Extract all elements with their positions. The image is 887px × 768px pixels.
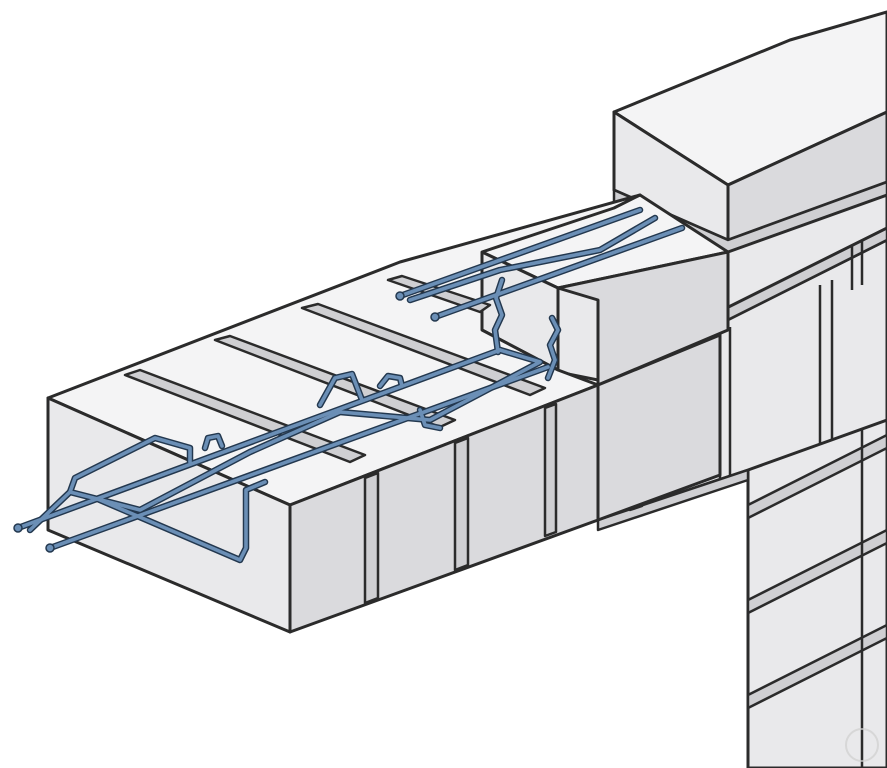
rebar-diagonal [28, 348, 542, 532]
rebar-end-cap [45, 543, 55, 553]
reinforcement-wire [13, 206, 686, 564]
rebar-tie [68, 436, 192, 494]
rebar-anchor [493, 278, 504, 354]
rebar-tie [98, 480, 267, 562]
rebar-anchor [546, 316, 560, 380]
rebar-end-cap [430, 312, 440, 322]
right-wall-joint [596, 468, 750, 532]
rebar-hook [418, 408, 442, 430]
lower-wall-joint [746, 528, 887, 615]
rebar-hook [203, 434, 224, 450]
side-vertical-joint [363, 471, 380, 605]
lower-wall [746, 398, 887, 768]
rebar-bar [433, 226, 684, 319]
rebar-hook [318, 372, 364, 407]
side-vertical-joint [543, 402, 558, 538]
side-vertical-joint [453, 436, 470, 572]
brick-end-face [556, 286, 600, 382]
corner-side-face [596, 333, 722, 522]
rebar-bar [398, 208, 642, 298]
rebar-fill-layer [16, 208, 684, 562]
brick-side-face [726, 110, 887, 242]
stamp-logo-icon [845, 728, 879, 762]
rebar-bar [48, 365, 550, 550]
rebar-end-cap [13, 523, 23, 533]
front-wall [46, 193, 722, 634]
rebar-diagonal [408, 216, 657, 302]
rebar-end-cap [395, 291, 405, 301]
rebar-hook [378, 374, 404, 388]
lower-wall-joint [746, 433, 887, 520]
lower-wall-joint [746, 623, 887, 710]
